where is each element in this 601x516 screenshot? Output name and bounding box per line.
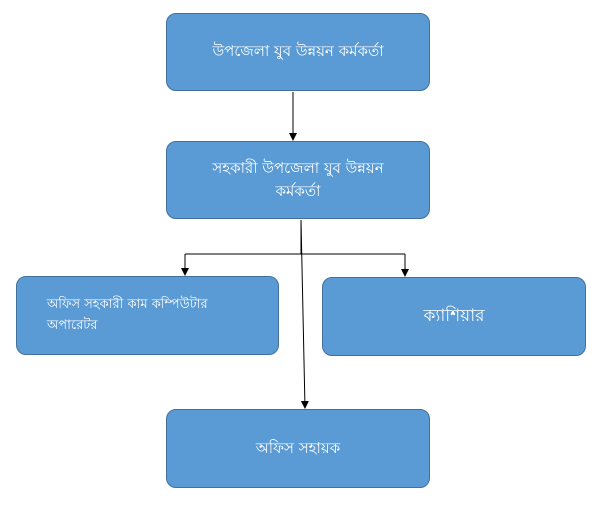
- node-label: ক্যাশিয়ার: [423, 306, 485, 327]
- node-office-assistant: অফিস সহায়ক: [166, 409, 430, 488]
- node-upazila-youth-development-officer: উপজেলা যুব উন্নয়ন কর্মকর্তা: [166, 13, 430, 91]
- node-office-assistant-computer-operator: অফিস সহকারী কাম কম্পিউটার অপারেটর: [16, 276, 279, 355]
- node-label: সহকারী উপজেলা যুব উন্নয়ন কর্মকর্তা: [212, 158, 384, 200]
- node-label: উপজেলা যুব উন্নয়ন কর্মকর্তা: [212, 42, 384, 61]
- node-label: অফিস সহায়ক: [255, 438, 341, 457]
- node-label: অফিস সহকারী কাম কম্পিউটার অপারেটর: [47, 297, 208, 333]
- node-assistant-upazila-youth-development-officer: সহকারী উপজেলা যুব উন্নয়ন কর্মকর্তা: [166, 141, 430, 219]
- connector-to-office-assistant: [300, 219, 309, 409]
- node-cashier: ক্যাশিয়ার: [322, 277, 586, 356]
